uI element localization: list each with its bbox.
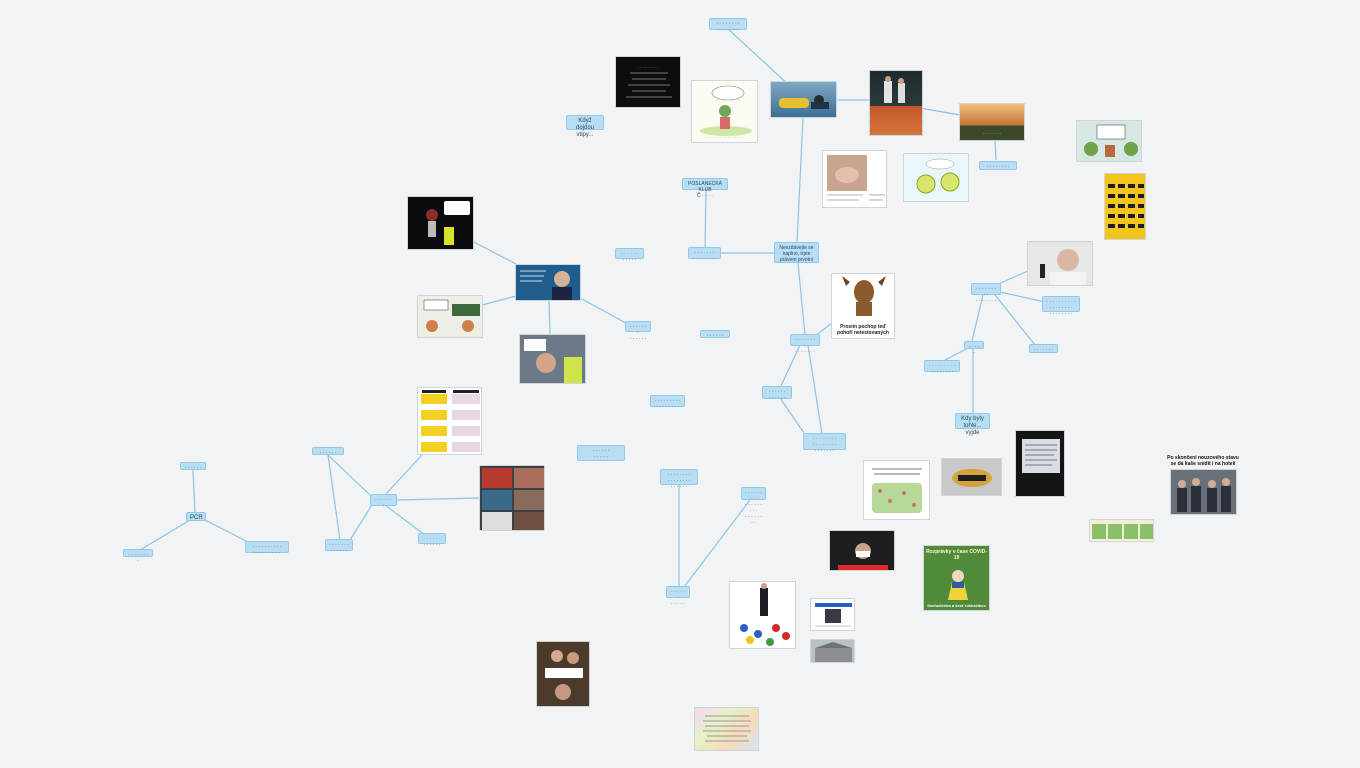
topic-node[interactable]: · · · · · · · · · · · · xyxy=(762,386,792,401)
yellow-grid-image[interactable] xyxy=(1104,173,1146,240)
topic-node[interactable]: · · · · · · · · xyxy=(979,161,1017,170)
connector xyxy=(192,469,196,514)
connector xyxy=(139,519,191,551)
connector xyxy=(994,139,997,161)
image-caption: Prosím pochop teď pohoří netestovaných xyxy=(837,324,889,336)
connector xyxy=(395,497,481,501)
politician-selfie-photo[interactable] xyxy=(519,334,586,384)
tv-screen-photo[interactable] xyxy=(1015,430,1065,497)
connector xyxy=(349,504,373,541)
topic-node[interactable]: · · · · · · · · xyxy=(123,549,153,564)
image-caption: · · · · · · · · xyxy=(982,131,1002,136)
connector xyxy=(999,291,1046,303)
connector xyxy=(814,322,833,337)
logo-image[interactable] xyxy=(941,458,1002,496)
connector xyxy=(481,295,517,306)
connector xyxy=(807,344,823,435)
twister-image[interactable] xyxy=(729,581,796,649)
topic-node[interactable]: · · · · · · · · · · · · · · · · xyxy=(971,283,1001,304)
hand-photo[interactable] xyxy=(822,150,887,208)
tourists-photo[interactable] xyxy=(869,70,923,136)
topic-node[interactable]: · · · · · · · · · · · xyxy=(666,586,690,607)
microphone-photo[interactable] xyxy=(1027,241,1093,286)
topic-node[interactable]: · · · · · · · · · · · · · · · · · · · · … xyxy=(803,433,846,454)
connector xyxy=(384,454,423,496)
connector xyxy=(971,294,984,342)
topic-node[interactable]: POSLANECKÁ KLUB Č · · · · xyxy=(682,178,728,199)
image-title: Rozprávky v čase COVID-19 xyxy=(926,549,987,561)
topic-node[interactable]: · · · · · · · · · · · · · · · · · xyxy=(924,360,960,375)
building-photo[interactable] xyxy=(810,639,855,663)
connector xyxy=(579,297,627,324)
comic-strip-image[interactable] xyxy=(1089,519,1154,542)
topic-node[interactable]: · · · · · · · · · · · · · · · xyxy=(790,334,820,355)
comic-plants-image[interactable] xyxy=(1076,120,1142,162)
connector xyxy=(796,117,804,244)
sunset-photo[interactable]: · · · · · · · · xyxy=(959,103,1025,141)
topic-node[interactable]: · · · · · · · · · · · · · · · · · · · · … xyxy=(1042,296,1080,317)
topic-node[interactable]: · · · · · · · · · · · · · · · xyxy=(709,18,747,33)
virus-cartoon-image[interactable] xyxy=(903,153,969,202)
boat-photo[interactable] xyxy=(770,81,837,118)
connector xyxy=(779,397,805,434)
topic-node[interactable]: · · · · · · · xyxy=(1029,344,1058,353)
connector xyxy=(327,454,341,541)
snow-white-image[interactable]: Rozprávky v čase COVID-19 Snehulienka a … xyxy=(923,545,990,611)
cartoon-image[interactable]: · · · · · · · · · · · · · · xyxy=(691,80,758,143)
topic-node[interactable]: · · · · · · · · · · · · · · · · · xyxy=(650,395,685,410)
topic-node[interactable]: · · · · · · · · · · · · · · · xyxy=(688,247,721,262)
group-photo[interactable] xyxy=(1170,469,1237,515)
meme-police-image[interactable] xyxy=(407,196,474,250)
topic-node[interactable]: · · · · · · · · · · · · · · · · · · · xyxy=(245,541,289,556)
topic-node[interactable]: · · · · · · · · · · · · xyxy=(418,533,446,548)
connector xyxy=(384,504,426,536)
image-caption: · · · · · · · · · xyxy=(637,65,659,70)
moose-image[interactable]: Prosím pochop teď pohoří netestovaných xyxy=(831,273,895,339)
collage-image[interactable] xyxy=(479,465,545,531)
topic-node[interactable]: · · · · · xyxy=(964,341,984,356)
connector xyxy=(204,519,251,544)
connector xyxy=(994,294,1036,346)
topic-node[interactable]: · · · · · · · · · · · xyxy=(615,248,644,263)
topic-node[interactable]: · · · · · · · · · · · · · xyxy=(325,539,353,554)
connector xyxy=(779,344,801,389)
masked-man-image[interactable] xyxy=(829,530,895,571)
connector xyxy=(469,239,517,265)
image-caption: Po skončení nouzového stavu se dá kaše s… xyxy=(1167,455,1239,467)
politician-photo[interactable] xyxy=(515,264,581,301)
topic-node[interactable]: · · · · · · xyxy=(700,330,730,339)
topic-node[interactable]: Kdy byly tohle... vyjde xyxy=(955,413,990,436)
topic-node[interactable]: Když dojdou vtipy... xyxy=(566,115,604,138)
connector xyxy=(944,347,969,361)
connector xyxy=(797,262,806,336)
topic-node[interactable]: · · · · · · · xyxy=(370,494,397,509)
connector xyxy=(727,28,791,87)
politicians-meme-image[interactable] xyxy=(536,641,590,707)
topic-node[interactable]: · · · · · · · · · · · · · · · · · · · · … xyxy=(741,487,766,526)
topic-node[interactable]: PCR xyxy=(186,512,206,521)
image-caption: Snehulienka a šesť rúškáčikov xyxy=(927,603,986,608)
meme-grid-image[interactable] xyxy=(417,387,482,455)
news-screenshot-image[interactable] xyxy=(810,598,855,631)
image-caption: · · · · · · · · · · · · · · xyxy=(707,135,742,140)
dark-text-image[interactable]: · · · · · · · · · xyxy=(615,56,681,108)
connector xyxy=(683,499,751,588)
topic-node[interactable]: · · · · · · xyxy=(312,447,344,456)
topic-node[interactable]: · · · · · · · · · · · · · xyxy=(625,321,651,342)
topic-node[interactable]: · · · · · · · · · · · xyxy=(577,445,625,461)
protest-cartoon-image[interactable] xyxy=(417,295,483,338)
game-board-image[interactable] xyxy=(863,460,930,520)
connector xyxy=(919,107,961,116)
connector xyxy=(704,189,707,250)
topic-node[interactable]: · · · · · · · · · · · · · · · · · · · · … xyxy=(660,469,698,490)
connector xyxy=(548,299,551,335)
topic-node[interactable]: · · · · · · xyxy=(180,462,206,471)
topic-node-central[interactable]: Nevzdávejte se naplno, trpte právem prvo… xyxy=(774,242,819,263)
connector xyxy=(327,454,373,498)
pastel-text-image[interactable] xyxy=(694,707,759,751)
